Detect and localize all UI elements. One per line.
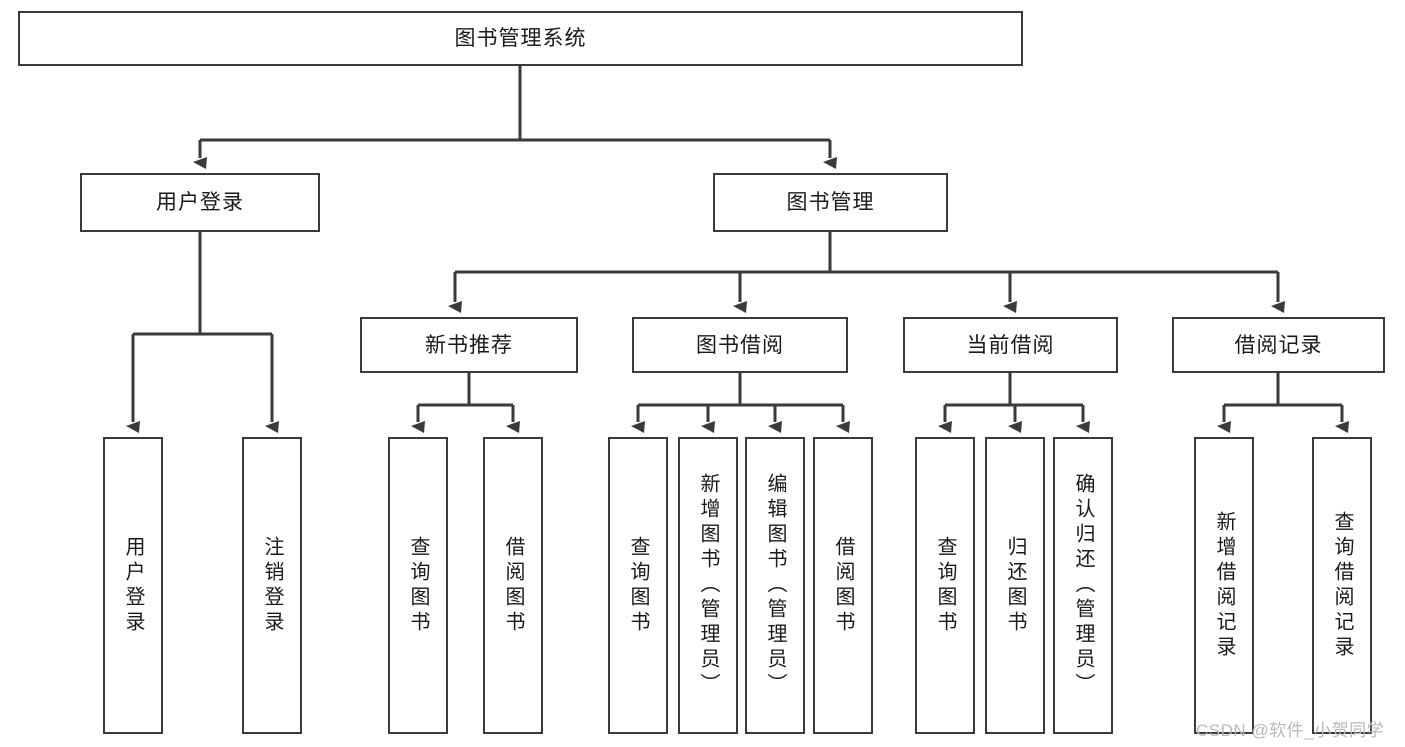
node-leaf-user-login[interactable]: 用户登录	[103, 437, 163, 734]
node-leaf-query-book-2[interactable]: 查询图书	[608, 437, 668, 734]
node-leaf-query-book-1-label: 查询图书	[407, 535, 429, 636]
node-user-login-label: 用户登录	[156, 191, 244, 214]
node-leaf-query-record[interactable]: 查询借阅记录	[1312, 437, 1372, 734]
node-leaf-add-record-label: 新增借阅记录	[1213, 510, 1235, 661]
node-book-management[interactable]: 图书管理	[713, 173, 948, 232]
node-book-borrow[interactable]: 图书借阅	[632, 317, 848, 373]
node-user-login[interactable]: 用户登录	[80, 173, 320, 232]
node-leaf-return-book-label: 归还图书	[1004, 535, 1026, 636]
node-leaf-user-login-label: 用户登录	[122, 535, 144, 636]
node-leaf-edit-book-label: 编辑图书（管理员）	[764, 473, 786, 698]
node-leaf-return-book[interactable]: 归还图书	[985, 437, 1045, 734]
node-leaf-add-book[interactable]: 新增图书（管理员）	[678, 437, 738, 734]
node-book-management-label: 图书管理	[786, 191, 875, 214]
node-leaf-confirm-return[interactable]: 确认归还（管理员）	[1053, 437, 1113, 734]
node-leaf-borrow-book-1-label: 借阅图书	[502, 535, 524, 636]
node-current-borrow[interactable]: 当前借阅	[903, 317, 1118, 373]
node-leaf-logout[interactable]: 注销登录	[242, 437, 302, 734]
node-leaf-query-book-3-label: 查询图书	[934, 535, 956, 636]
node-new-book-recommend-label: 新书推荐	[425, 333, 513, 357]
node-leaf-logout-label: 注销登录	[261, 535, 283, 636]
node-leaf-borrow-book-1[interactable]: 借阅图书	[483, 437, 543, 734]
watermark-text: CSDN @软件_小贺同学	[1196, 721, 1385, 740]
node-root-label: 图书管理系统	[454, 27, 587, 50]
node-leaf-edit-book[interactable]: 编辑图书（管理员）	[745, 437, 805, 734]
node-leaf-borrow-book-2[interactable]: 借阅图书	[813, 437, 873, 734]
node-root[interactable]: 图书管理系统	[18, 11, 1023, 66]
node-leaf-query-book-2-label: 查询图书	[627, 535, 649, 636]
node-leaf-query-book-3[interactable]: 查询图书	[915, 437, 975, 734]
node-leaf-confirm-return-label: 确认归还（管理员）	[1072, 473, 1094, 698]
node-leaf-borrow-book-2-label: 借阅图书	[832, 535, 854, 636]
node-book-borrow-label: 图书借阅	[696, 333, 784, 357]
node-leaf-query-book-1[interactable]: 查询图书	[388, 437, 448, 734]
node-leaf-add-book-label: 新增图书（管理员）	[697, 473, 719, 698]
node-leaf-query-record-label: 查询借阅记录	[1331, 510, 1353, 661]
node-current-borrow-label: 当前借阅	[966, 333, 1055, 357]
node-leaf-add-record[interactable]: 新增借阅记录	[1194, 437, 1254, 734]
node-new-book-recommend[interactable]: 新书推荐	[360, 317, 578, 373]
node-borrow-record[interactable]: 借阅记录	[1172, 317, 1385, 373]
node-borrow-record-label: 借阅记录	[1234, 333, 1323, 357]
